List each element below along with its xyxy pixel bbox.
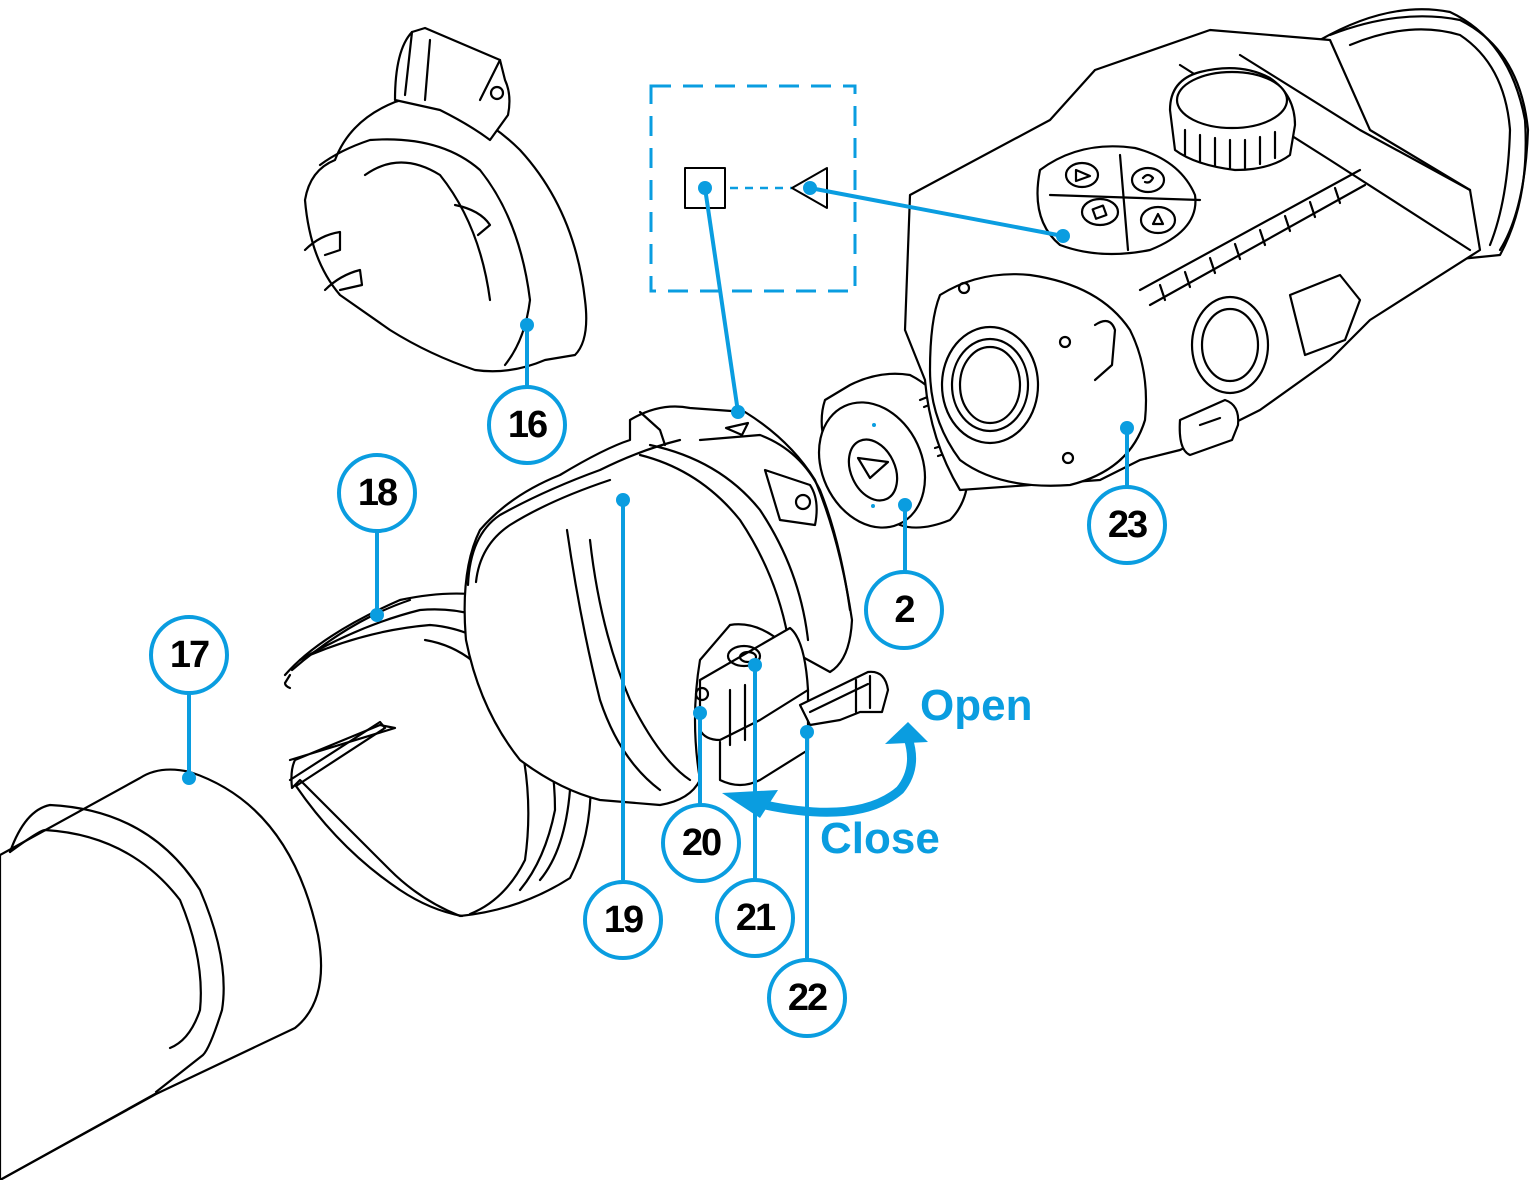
callout-18-label: 18 — [358, 472, 397, 514]
callout-2: 2 — [864, 570, 944, 650]
callout-20: 20 — [661, 803, 741, 883]
callout-19-label: 19 — [604, 899, 643, 941]
callout-19: 19 — [583, 880, 663, 960]
callout-16-label: 16 — [508, 404, 547, 446]
up-button-icon — [1139, 205, 1177, 235]
callout-22: 22 — [767, 958, 847, 1038]
alignment-inset — [649, 84, 857, 293]
rotate-button-icon — [1130, 166, 1166, 194]
close-arrowhead — [722, 790, 778, 818]
callout-20-label: 20 — [682, 822, 721, 864]
play-button-icon — [1064, 161, 1100, 189]
callout-2-label: 2 — [894, 589, 914, 631]
triangle-mark — [791, 167, 828, 209]
square-mark — [684, 167, 726, 209]
callout-16: 16 — [487, 385, 567, 465]
adapter-clamp — [463, 405, 890, 807]
lens-cap — [303, 26, 588, 373]
attachment-device — [903, 8, 1530, 492]
callout-21-label: 21 — [736, 897, 776, 939]
callout-21: 21 — [715, 878, 795, 958]
open-close-arrow — [722, 722, 928, 818]
leader-dots — [182, 181, 1134, 785]
open-label: Open — [920, 681, 1032, 730]
riflescope-tube — [0, 768, 323, 1180]
callout-23: 23 — [1087, 485, 1167, 565]
callout-23-label: 23 — [1108, 504, 1147, 546]
callout-17: 17 — [149, 615, 229, 695]
callout-22-label: 22 — [788, 977, 827, 1019]
leader-lines — [187, 186, 1129, 960]
close-label: Close — [820, 814, 940, 863]
open-arrowhead — [885, 722, 928, 744]
square-button-icon — [1080, 197, 1120, 227]
callout-17-label: 17 — [170, 634, 209, 676]
callout-18: 18 — [337, 453, 417, 533]
